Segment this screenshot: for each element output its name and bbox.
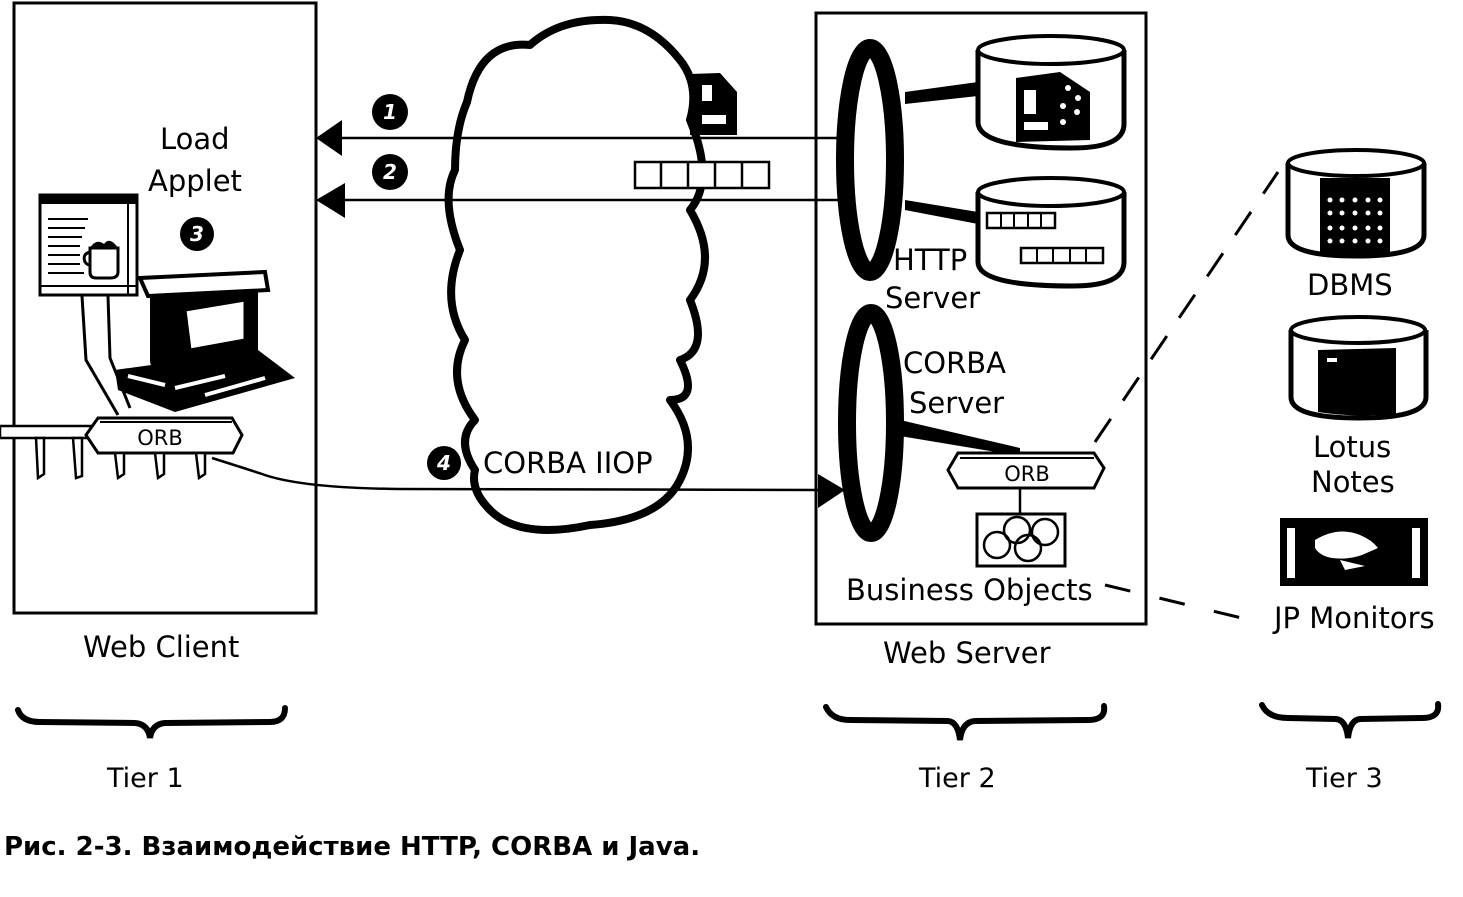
web-client-label: Web Client [83, 630, 239, 664]
server-orb-bus: ORB [946, 451, 1106, 514]
step-4-badge: 4 [427, 446, 461, 480]
tier-2-label: Tier 2 [918, 763, 996, 794]
document-icon [690, 73, 737, 135]
client-orb-label: ORB [137, 426, 183, 450]
tier-3-brace [1259, 701, 1442, 739]
web-client-box [12, 1, 318, 615]
http-link-files [905, 200, 978, 224]
data-store-icon [975, 176, 1127, 289]
corba-server-label-line1: CORBA [903, 346, 1006, 380]
step-2-badge: 2 [372, 154, 408, 190]
load-applet-label-line1: Load [160, 122, 230, 156]
tp-monitors-label: JP Monitors [1272, 601, 1435, 635]
data-packet-icon [633, 160, 771, 190]
svg-text:3: 3 [190, 222, 204, 246]
http-server-label-line2: Server [885, 281, 980, 315]
iiop-connection [211, 456, 845, 508]
business-objects-icon [975, 512, 1067, 568]
svg-text:1: 1 [383, 100, 397, 124]
computer-terminal-icon [115, 269, 295, 412]
dbms-icon [1285, 148, 1427, 259]
web-server-label: Web Server [883, 636, 1051, 670]
http-server-label-line1: HTTP [893, 243, 967, 277]
web-server-box [814, 11, 1148, 626]
svg-text:2: 2 [383, 160, 397, 184]
tier-2-brace [823, 703, 1108, 741]
dashed-link-tp-monitors [1104, 583, 1251, 622]
http-link-docs [905, 82, 978, 104]
tier-1-label: Tier 1 [106, 763, 184, 794]
lotus-notes-label-line2: Notes [1311, 465, 1395, 499]
dashed-link-dbms [1093, 171, 1280, 443]
tier-3-label: Tier 3 [1305, 763, 1383, 794]
arrow-load-applet [316, 183, 845, 218]
server-orb-label: ORB [1004, 462, 1050, 486]
tp-monitors-handshake-icon [1280, 518, 1428, 586]
applet-window-icon [38, 193, 139, 297]
client-orb-bus: ORB [0, 416, 244, 481]
step-1-badge: 1 [372, 94, 408, 130]
applet-cable [80, 295, 132, 416]
tier-1-brace [15, 705, 288, 739]
dbms-label: DBMS [1307, 268, 1393, 302]
business-objects-label: Business Objects [846, 573, 1093, 607]
arrow-load-page [316, 120, 845, 156]
corba-orb-link [900, 420, 1020, 456]
corba-iiop-label: CORBA IIOP [483, 446, 653, 480]
lotus-notes-icon [1288, 315, 1429, 421]
http-server-ring [836, 39, 904, 281]
load-applet-label-line2: Applet [148, 164, 242, 198]
corba-server-label-line2: Server [909, 386, 1004, 420]
lotus-notes-label-line1: Lotus [1313, 430, 1391, 464]
internet-cloud [444, 15, 709, 534]
corba-server-ring [838, 304, 904, 542]
figure-caption: Рис. 2-3. Взаимодействие HTTP, CORBA и J… [4, 832, 700, 862]
step-3-badge: 3 [180, 217, 214, 251]
document-store-icon [975, 34, 1127, 151]
svg-text:4: 4 [436, 451, 451, 475]
